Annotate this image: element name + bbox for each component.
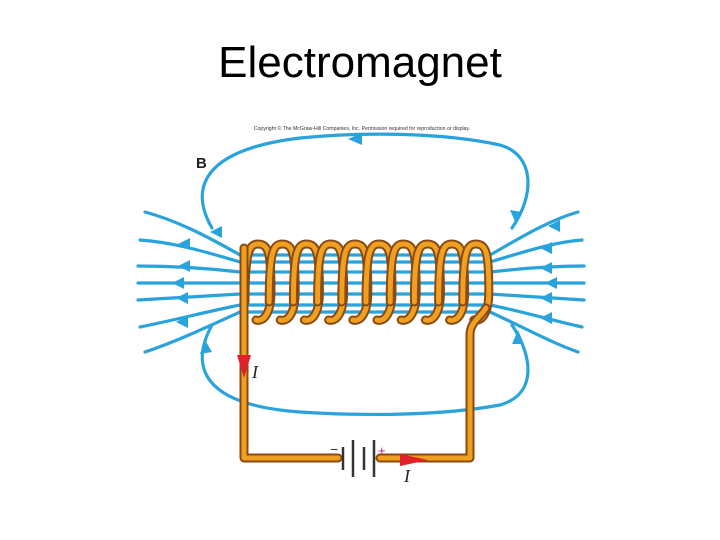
magnetic-field-lines [136, 132, 586, 417]
field-arrow-left-3 [178, 260, 190, 272]
coil-turn [339, 241, 371, 323]
field-label-b: B [196, 155, 207, 172]
field-arrow-left-1 [210, 226, 222, 238]
current-arrow-bottom [400, 454, 428, 466]
field-arrow-bottom-left [200, 340, 212, 354]
field-line-left-5 [136, 292, 242, 302]
field-arrow-left-4 [172, 277, 184, 289]
battery-minus-label: − [330, 441, 338, 457]
coil-turn [363, 241, 395, 323]
circuit-wire [239, 243, 491, 463]
field-arrow-left-2 [178, 238, 190, 250]
field-line-right-5 [488, 292, 586, 302]
current-arrow-left [237, 355, 251, 378]
coil-turn [315, 241, 347, 323]
slide-title: Electromagnet [218, 38, 502, 87]
copyright-notice: Copyright © The McGraw-Hill Companies, I… [254, 125, 470, 132]
field-line-bottom-loop [200, 323, 530, 417]
field-arrow-bottom-right [512, 330, 524, 344]
field-line-left-1 [143, 210, 242, 257]
field-arrow-left-6 [176, 316, 188, 328]
field-arrow-right-6 [540, 312, 552, 324]
coil-turn [411, 241, 443, 323]
coil-turn [387, 241, 419, 323]
field-arrow-right-4 [545, 277, 557, 289]
field-line-right-3 [488, 264, 586, 274]
field-arrow-right-1 [548, 220, 560, 232]
field-arrow-left-5 [176, 292, 188, 304]
coil-turn [436, 241, 468, 323]
solenoid-coil [240, 239, 494, 325]
field-arrow-top [348, 133, 362, 145]
field-arrow-right-3 [540, 262, 552, 274]
field-line-left-6 [138, 303, 242, 329]
field-arrow-right-5 [540, 292, 552, 304]
current-label-left: I [251, 362, 259, 382]
battery: − + [330, 440, 386, 477]
field-line-right-7 [488, 310, 580, 354]
field-arrow-right-2 [540, 242, 552, 254]
field-arrow-top-right [510, 210, 522, 224]
current-label-bottom: I [403, 466, 411, 486]
field-line-right-1 [488, 210, 580, 257]
coil-turn [290, 241, 322, 323]
field-line-right-6 [488, 303, 584, 329]
field-line-right-2 [488, 238, 584, 264]
battery-plus-label: + [378, 443, 386, 458]
coil-turn [266, 241, 298, 323]
field-line-left-7 [143, 310, 242, 354]
field-line-top-loop [200, 132, 530, 230]
